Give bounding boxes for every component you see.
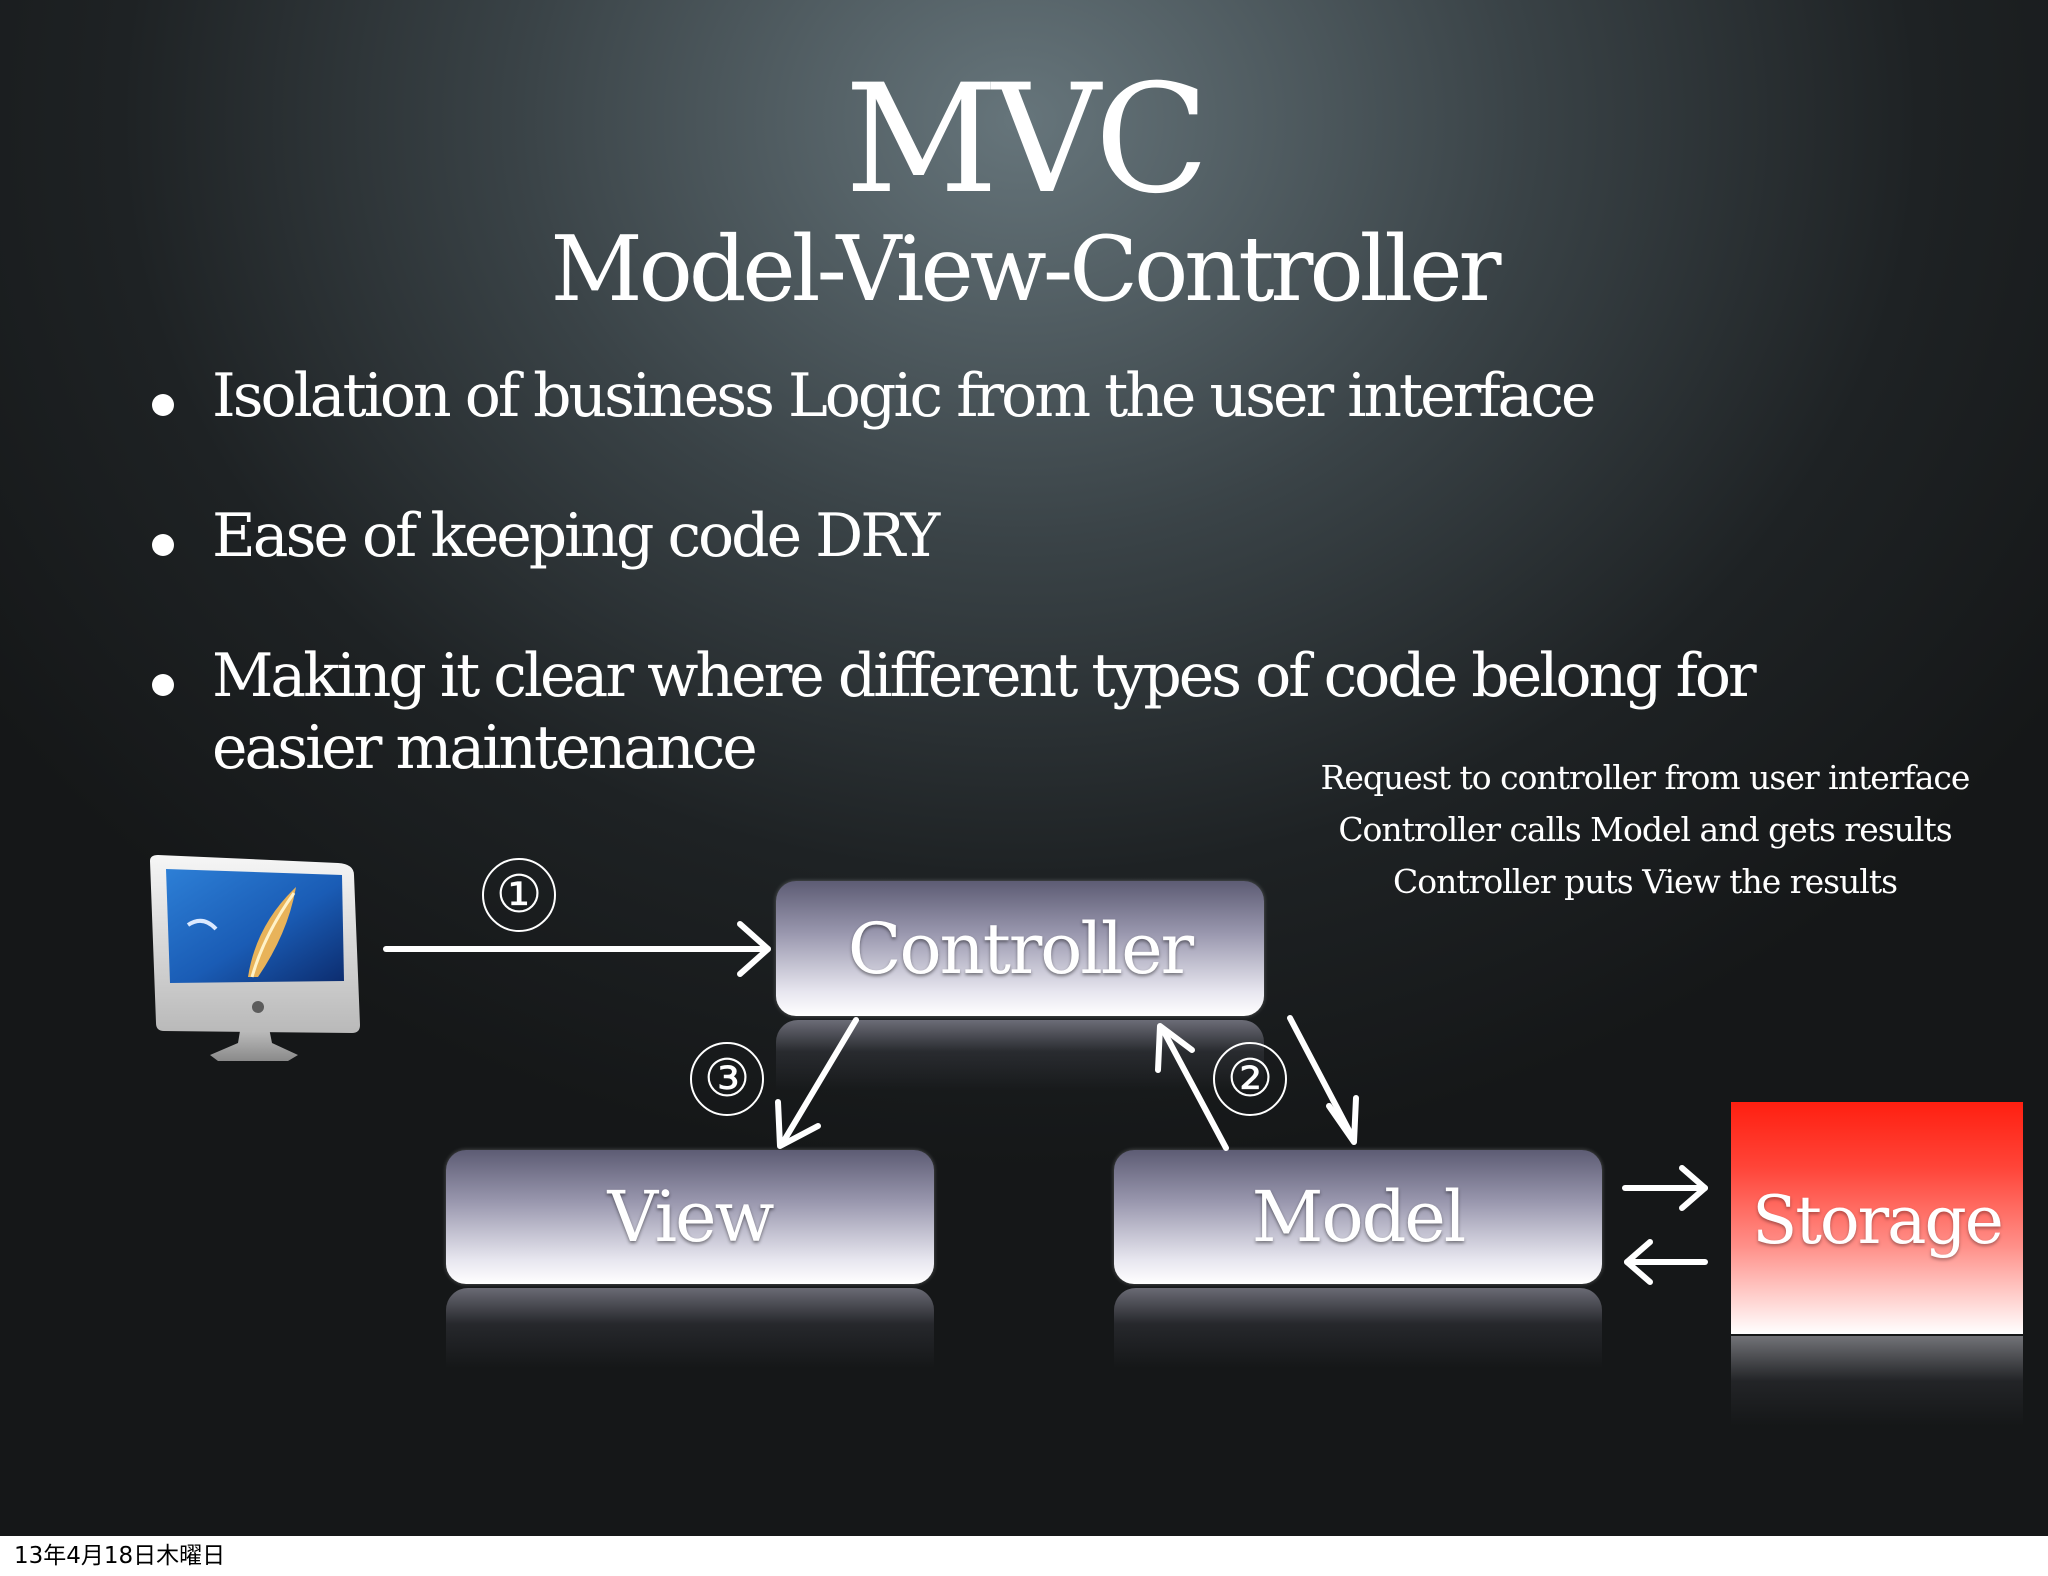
step-number-1: ① (482, 858, 556, 932)
controller-to-model-arrow (1287, 1015, 1359, 1145)
bullet-text: Isolation of business Logic from the use… (212, 361, 1596, 431)
view-reflection (446, 1288, 934, 1368)
storage-to-model-arrow (1624, 1239, 1708, 1285)
step-description: Controller puts View the results (1392, 862, 1898, 901)
storage-label: Storage (1752, 1181, 2004, 1259)
bullet-item: Ease of keeping code DRY (150, 500, 1970, 572)
step-number-2: ② (1213, 1042, 1287, 1116)
slide-subtitle: Model-View-Controller (550, 217, 1501, 322)
request-arrow (383, 921, 771, 977)
bullet-text-continuation: easier maintenance (212, 713, 758, 783)
view-label: View (607, 1176, 774, 1258)
slide: MVC Model-View-Controller Isolation of b… (0, 0, 2048, 1536)
storage-reflection (1731, 1336, 2023, 1426)
step-number-3: ③ (690, 1042, 764, 1116)
model-reflection (1114, 1288, 1602, 1368)
controller-reflection (776, 1020, 1264, 1090)
bullet-dot (152, 394, 174, 416)
bullet-dot (152, 534, 174, 556)
bullet-dot (152, 674, 174, 696)
controller-to-view-arrow (775, 1017, 859, 1149)
view-box: View (446, 1150, 934, 1284)
bullet-item: Making it clear where different types of… (150, 640, 1970, 784)
model-to-storage-arrow (1622, 1165, 1708, 1211)
storage-box (1731, 1102, 2023, 1334)
footer-date: 13年4月18日木曜日 (14, 1543, 226, 1569)
controller-label: Controller (847, 907, 1194, 990)
step-description: Controller calls Model and gets results (1338, 810, 1952, 849)
bullet-list: Isolation of business Logic from the use… (150, 360, 1970, 784)
imac-computer-icon (150, 855, 360, 1061)
slide-title: MVC (844, 53, 1210, 227)
model-to-controller-arrow (1155, 1023, 1229, 1151)
bullet-text: Ease of keeping code DRY (212, 501, 940, 571)
model-box: Model (1114, 1150, 1602, 1284)
step-descriptions: Request to controller from user interfac… (1250, 752, 2040, 908)
controller-box: Controller (776, 881, 1264, 1016)
step-description: Request to controller from user interfac… (1320, 758, 1971, 797)
bullet-item: Isolation of business Logic from the use… (150, 360, 1970, 432)
model-label: Model (1251, 1176, 1466, 1258)
footer-bar: 13年4月18日木曜日 (0, 1536, 2048, 1576)
arrows-layer (0, 0, 2048, 1536)
bullet-text: Making it clear where different types of… (212, 641, 1757, 711)
